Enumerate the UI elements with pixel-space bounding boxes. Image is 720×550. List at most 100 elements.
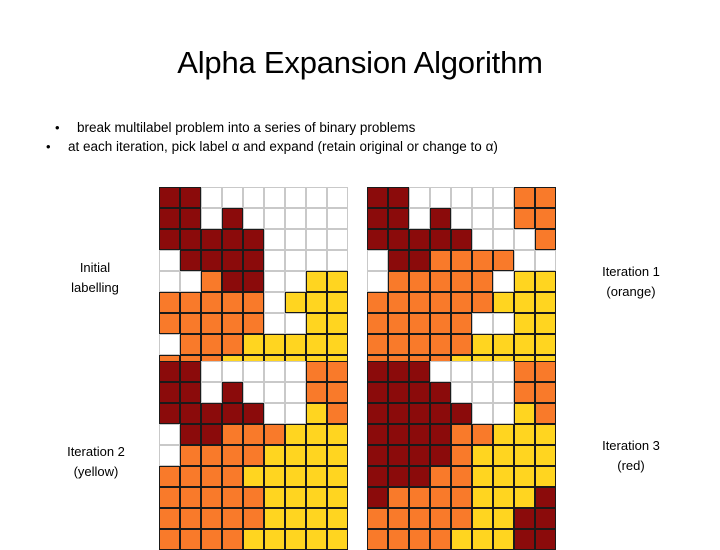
grid-cell	[409, 445, 430, 466]
grid-cell	[306, 361, 327, 382]
grid-cell	[201, 208, 222, 229]
grid-cell	[285, 445, 306, 466]
grid-cell	[201, 508, 222, 529]
grid-cell	[388, 292, 409, 313]
grid-cell	[472, 361, 493, 382]
grid-cell	[243, 250, 264, 271]
grid-cell	[430, 445, 451, 466]
grid-cell	[367, 334, 388, 355]
grid-cell	[285, 187, 306, 208]
grid-cell	[201, 403, 222, 424]
grid-cell	[367, 403, 388, 424]
grid-cell	[306, 487, 327, 508]
grid-cell	[493, 382, 514, 403]
grid-cell	[243, 271, 264, 292]
label-main: Iteration 1	[602, 264, 660, 279]
grid-cell	[535, 229, 556, 250]
grid-cell	[535, 466, 556, 487]
grid-cell	[535, 271, 556, 292]
grid-cell	[222, 487, 243, 508]
grid-cell	[243, 445, 264, 466]
grid-cell	[430, 424, 451, 445]
grid-cell	[201, 187, 222, 208]
grid-cell	[327, 334, 348, 355]
bullet-marker: •	[55, 120, 60, 135]
grid-cell	[451, 313, 472, 334]
grid-cell	[243, 382, 264, 403]
grid-cell	[514, 250, 535, 271]
grid-cell	[472, 487, 493, 508]
grid-cell	[493, 361, 514, 382]
grid-cell	[514, 403, 535, 424]
grid-cell	[327, 382, 348, 403]
bullet-list: • break multilabel problem into a series…	[46, 118, 696, 156]
grid-cell	[388, 313, 409, 334]
grid-cell	[514, 361, 535, 382]
grid-cell	[472, 382, 493, 403]
grid-cell	[180, 445, 201, 466]
grid-cell	[472, 208, 493, 229]
grid-cell	[159, 466, 180, 487]
grid-cell	[180, 271, 201, 292]
grid-cell	[451, 445, 472, 466]
grid-cell	[243, 187, 264, 208]
grid-cell	[222, 229, 243, 250]
grid-cell	[222, 292, 243, 313]
grid-cell	[409, 382, 430, 403]
grid-cell	[180, 334, 201, 355]
grid-cell	[388, 508, 409, 529]
grid-cell	[222, 187, 243, 208]
grid-cell	[535, 508, 556, 529]
grid-cell	[430, 382, 451, 403]
grid-cell	[535, 250, 556, 271]
grid-cell	[472, 466, 493, 487]
grid-cell	[430, 487, 451, 508]
grid-cell	[367, 445, 388, 466]
grid-cell	[327, 271, 348, 292]
grid-cell	[535, 334, 556, 355]
grid-cell	[409, 208, 430, 229]
grid-cell	[201, 313, 222, 334]
grid-cell	[367, 361, 388, 382]
grid-cell	[472, 424, 493, 445]
grid-cell	[222, 445, 243, 466]
grid-cell	[159, 334, 180, 355]
grid-cell	[264, 466, 285, 487]
grid-cell	[409, 334, 430, 355]
grid-cell	[451, 208, 472, 229]
bullet-marker: •	[46, 139, 51, 154]
grid-cell	[367, 466, 388, 487]
grid-cell	[388, 487, 409, 508]
grid-cell	[535, 292, 556, 313]
grid-cell	[472, 445, 493, 466]
label-sub: labelling	[71, 280, 119, 295]
grid-cell	[285, 250, 306, 271]
grid-cell	[493, 334, 514, 355]
grid-cell	[451, 361, 472, 382]
grid-cell	[493, 424, 514, 445]
grid-cell	[430, 334, 451, 355]
grid-cell	[243, 508, 264, 529]
label-main: Iteration 3	[602, 438, 660, 453]
grid-cell	[201, 250, 222, 271]
grid-cell	[159, 487, 180, 508]
grid-cell	[201, 382, 222, 403]
grid-cell	[514, 487, 535, 508]
grid-cell	[243, 292, 264, 313]
grid-cell	[180, 382, 201, 403]
grid-cell	[430, 403, 451, 424]
grid-cell	[388, 424, 409, 445]
grid-cell	[201, 487, 222, 508]
grid-cell	[222, 313, 243, 334]
grid-cell	[367, 187, 388, 208]
grid-cell	[180, 250, 201, 271]
grid-cell	[264, 508, 285, 529]
grid-cell	[264, 208, 285, 229]
label-sub: (red)	[617, 458, 645, 473]
grid-cell	[306, 187, 327, 208]
grid-cell	[201, 334, 222, 355]
grid-cell	[388, 334, 409, 355]
grid-cell	[472, 271, 493, 292]
grid-cell	[514, 508, 535, 529]
grid-cell	[409, 424, 430, 445]
